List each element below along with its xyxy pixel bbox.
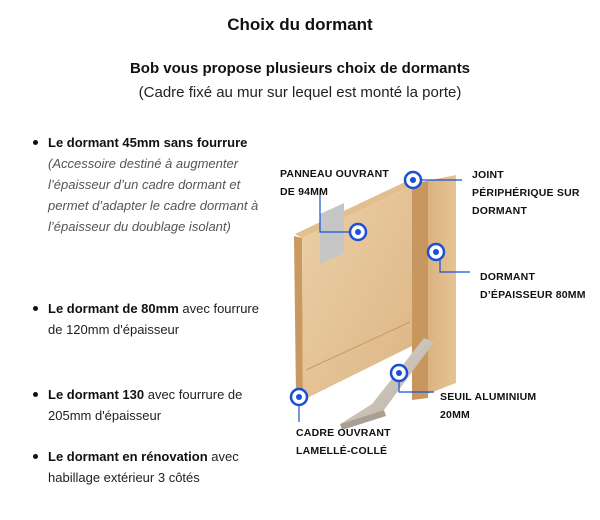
list-item: Le dormant en rénovation avec habillage … xyxy=(30,446,262,488)
section-subtitle: Bob vous propose plusieurs choix de dorm… xyxy=(129,60,471,77)
section-description: (Cadre fixé au mur sur lequel est monté … xyxy=(138,84,462,101)
callout-line: DE 94MM xyxy=(280,186,329,198)
dormant-frame xyxy=(412,175,456,400)
page-title: Choix du dormant xyxy=(227,15,373,34)
option-title: Le dormant en rénovation xyxy=(48,449,208,464)
dormant-options-list: Le dormant 45mm sans fourrure (Accessoir… xyxy=(30,132,262,488)
cadre-pointer xyxy=(289,387,309,422)
panneau-pointer xyxy=(319,190,368,242)
option-detail: avec habillage extérieur 3 côtés xyxy=(48,449,239,485)
callout-line: DORMANT xyxy=(472,205,528,217)
option-title: Le dormant 130 xyxy=(48,387,145,402)
callout-dormant-epaisseur: DORMANT D’ÉPAISSEUR 80MM xyxy=(480,268,586,304)
callout-joint-peripherique: JOINT PÉRIPHÉRIQUE SUR DORMANT xyxy=(472,166,580,220)
callout-line: DORMANT xyxy=(480,271,536,283)
option-note: (Accessoire destiné à augmenter l’épaiss… xyxy=(48,156,259,234)
seuil-pointer xyxy=(389,363,434,393)
list-item: Le dormant 45mm sans fourrure (Accessoir… xyxy=(30,132,262,298)
callout-line: SEUIL ALUMINIUM xyxy=(440,391,537,403)
callout-seuil-aluminium: SEUIL ALUMINIUM 20MM xyxy=(440,388,536,424)
callout-line: D’ÉPAISSEUR 80MM xyxy=(480,289,586,301)
dormant-pointer xyxy=(426,242,470,273)
joint-pointer xyxy=(403,170,462,190)
callout-cadre-ouvrant: CADRE OUVRANT LAMELLÉ-COLLÉ xyxy=(296,424,391,460)
callout-panneau-ouvrant: PANNEAU OUVRANT DE 94MM xyxy=(280,165,389,201)
callout-line: LAMELLÉ-COLLÉ xyxy=(296,445,388,457)
callout-line: CADRE OUVRANT xyxy=(296,427,391,439)
option-detail: avec fourrure de 205mm d'épaisseur xyxy=(48,387,243,423)
option-title: Le dormant 45mm sans fourrure xyxy=(48,135,248,150)
list-item: Le dormant de 80mm avec fourrure de 120m… xyxy=(30,298,262,384)
callout-line: PÉRIPHÉRIQUE SUR xyxy=(472,187,580,199)
callout-line: JOINT xyxy=(472,169,504,181)
option-title: Le dormant de 80mm xyxy=(48,301,179,316)
door-panel xyxy=(294,182,412,400)
callout-line: PANNEAU OUVRANT xyxy=(280,168,389,180)
callout-line: 20MM xyxy=(440,409,470,421)
seuil-aluminium xyxy=(340,338,434,430)
list-item: Le dormant 130 avec fourrure de 205mm d'… xyxy=(30,384,262,446)
option-detail: avec fourrure de 120mm d'épaisseur xyxy=(48,301,259,337)
